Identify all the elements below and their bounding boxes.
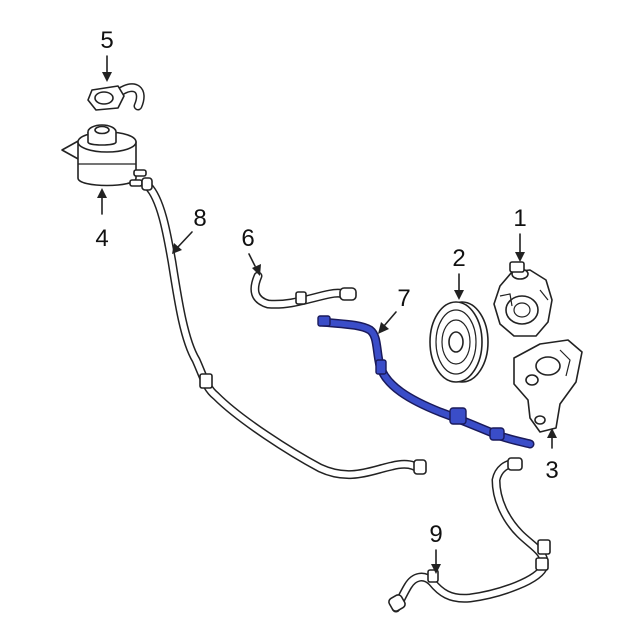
callout-7: 7: [378, 285, 411, 334]
part-8-return-hose[interactable]: [141, 177, 427, 480]
part-3-bracket[interactable]: [513, 339, 583, 433]
callout-5-label: 5: [100, 27, 113, 54]
part-4-reservoir[interactable]: [61, 124, 147, 187]
callout-8: 8: [172, 205, 207, 254]
part-9-hose[interactable]: [387, 457, 551, 613]
callout-1: 1: [513, 205, 527, 262]
callout-3: 3: [545, 428, 559, 484]
callout-6-label: 6: [241, 225, 254, 252]
callout-2-label: 2: [452, 245, 465, 272]
callout-5: 5: [100, 27, 114, 82]
callout-6: 6: [241, 225, 261, 276]
part-5-cap[interactable]: [87, 83, 145, 111]
part-2-pulley[interactable]: [429, 301, 489, 383]
part-6-hose[interactable]: [250, 271, 357, 309]
callout-4-label: 4: [95, 225, 108, 252]
callout-3-label: 3: [545, 457, 558, 484]
callout-7-label: 7: [397, 285, 410, 312]
callout-4: 4: [95, 188, 109, 252]
part-1-pump[interactable]: [493, 261, 553, 337]
callout-9: 9: [429, 521, 443, 574]
callout-8-label: 8: [193, 205, 206, 232]
callout-2: 2: [452, 245, 466, 300]
callout-1-label: 1: [513, 205, 526, 232]
part-7-pressure-hose[interactable]: [317, 315, 535, 449]
callout-9-label: 9: [429, 521, 442, 548]
